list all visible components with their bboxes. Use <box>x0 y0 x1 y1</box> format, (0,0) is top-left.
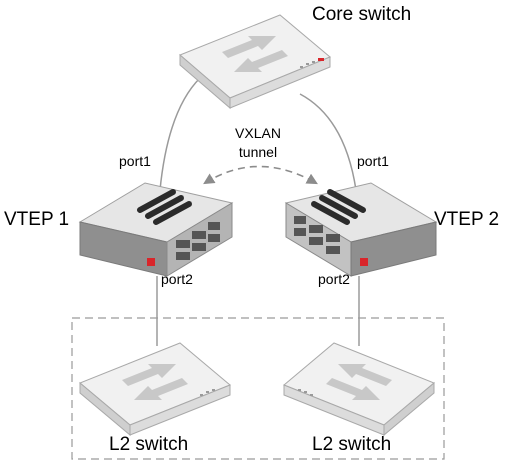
core-to-vtep1-link <box>159 77 201 191</box>
l2-segment-group-box <box>71 317 445 460</box>
vtep2-firewall-appliance-icon <box>284 182 438 277</box>
vtep2-label: VTEP 2 <box>434 209 499 230</box>
vtep2-uplink-port-label: port1 <box>357 153 389 169</box>
vtep1-firewall-appliance-icon <box>78 182 234 277</box>
l2-switch-right-label: L2 switch <box>312 434 391 455</box>
core-switch-icon <box>179 14 331 110</box>
core-to-vtep2-link <box>299 93 357 191</box>
tunnel-label-line2: tunnel <box>239 144 277 160</box>
l2-switch-left-label: L2 switch <box>109 434 188 455</box>
vtep2-downlink-port-label: port2 <box>318 271 350 287</box>
links <box>156 77 360 346</box>
vtep1-label: VTEP 1 <box>4 209 69 230</box>
core-switch-label: Core switch <box>312 4 411 25</box>
vtep1-downlink-port-label: port2 <box>161 271 193 287</box>
l2-switch-left-icon <box>79 342 231 437</box>
tunnel-label-line1: VXLAN <box>235 125 281 141</box>
vtep1-uplink-port-label: port1 <box>119 153 151 169</box>
l2-switch-right-icon <box>283 342 435 437</box>
vxlan-tunnel-arrow <box>203 165 318 185</box>
